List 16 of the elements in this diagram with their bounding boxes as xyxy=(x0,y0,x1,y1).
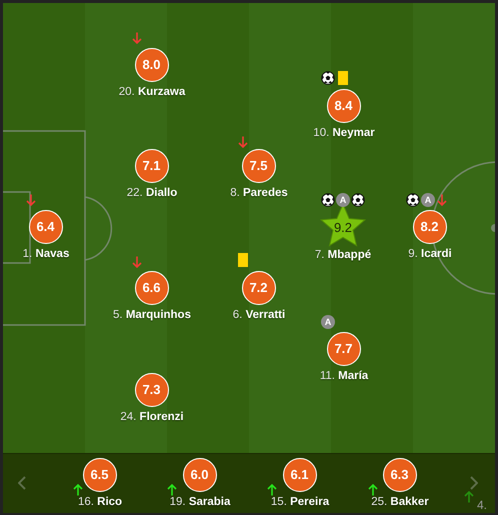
player-name: 22. Diallo xyxy=(126,186,178,200)
player-name: 11. María xyxy=(320,369,368,383)
player-name: 15. Pereira xyxy=(270,495,330,509)
player-name: 9. Icardi xyxy=(408,247,452,261)
player-name: 25. Bakker xyxy=(371,495,429,509)
player-name: 10. Neymar xyxy=(313,126,375,140)
player-name: 20. Kurzawa xyxy=(118,85,186,99)
player-name: 6. Verratti xyxy=(232,308,286,322)
shirt-number: 4. xyxy=(477,498,488,512)
player-name: 5. Marquinhos xyxy=(113,308,191,322)
player-name: 8. Paredes xyxy=(230,186,288,200)
player-name: 24. Florenzi xyxy=(120,410,184,424)
player-name: 7. Mbappé xyxy=(314,248,372,262)
player-name: 1. Navas xyxy=(22,247,70,261)
player-name: 19. Sarabia xyxy=(170,495,230,509)
player-name: 16. Rico xyxy=(78,495,122,509)
